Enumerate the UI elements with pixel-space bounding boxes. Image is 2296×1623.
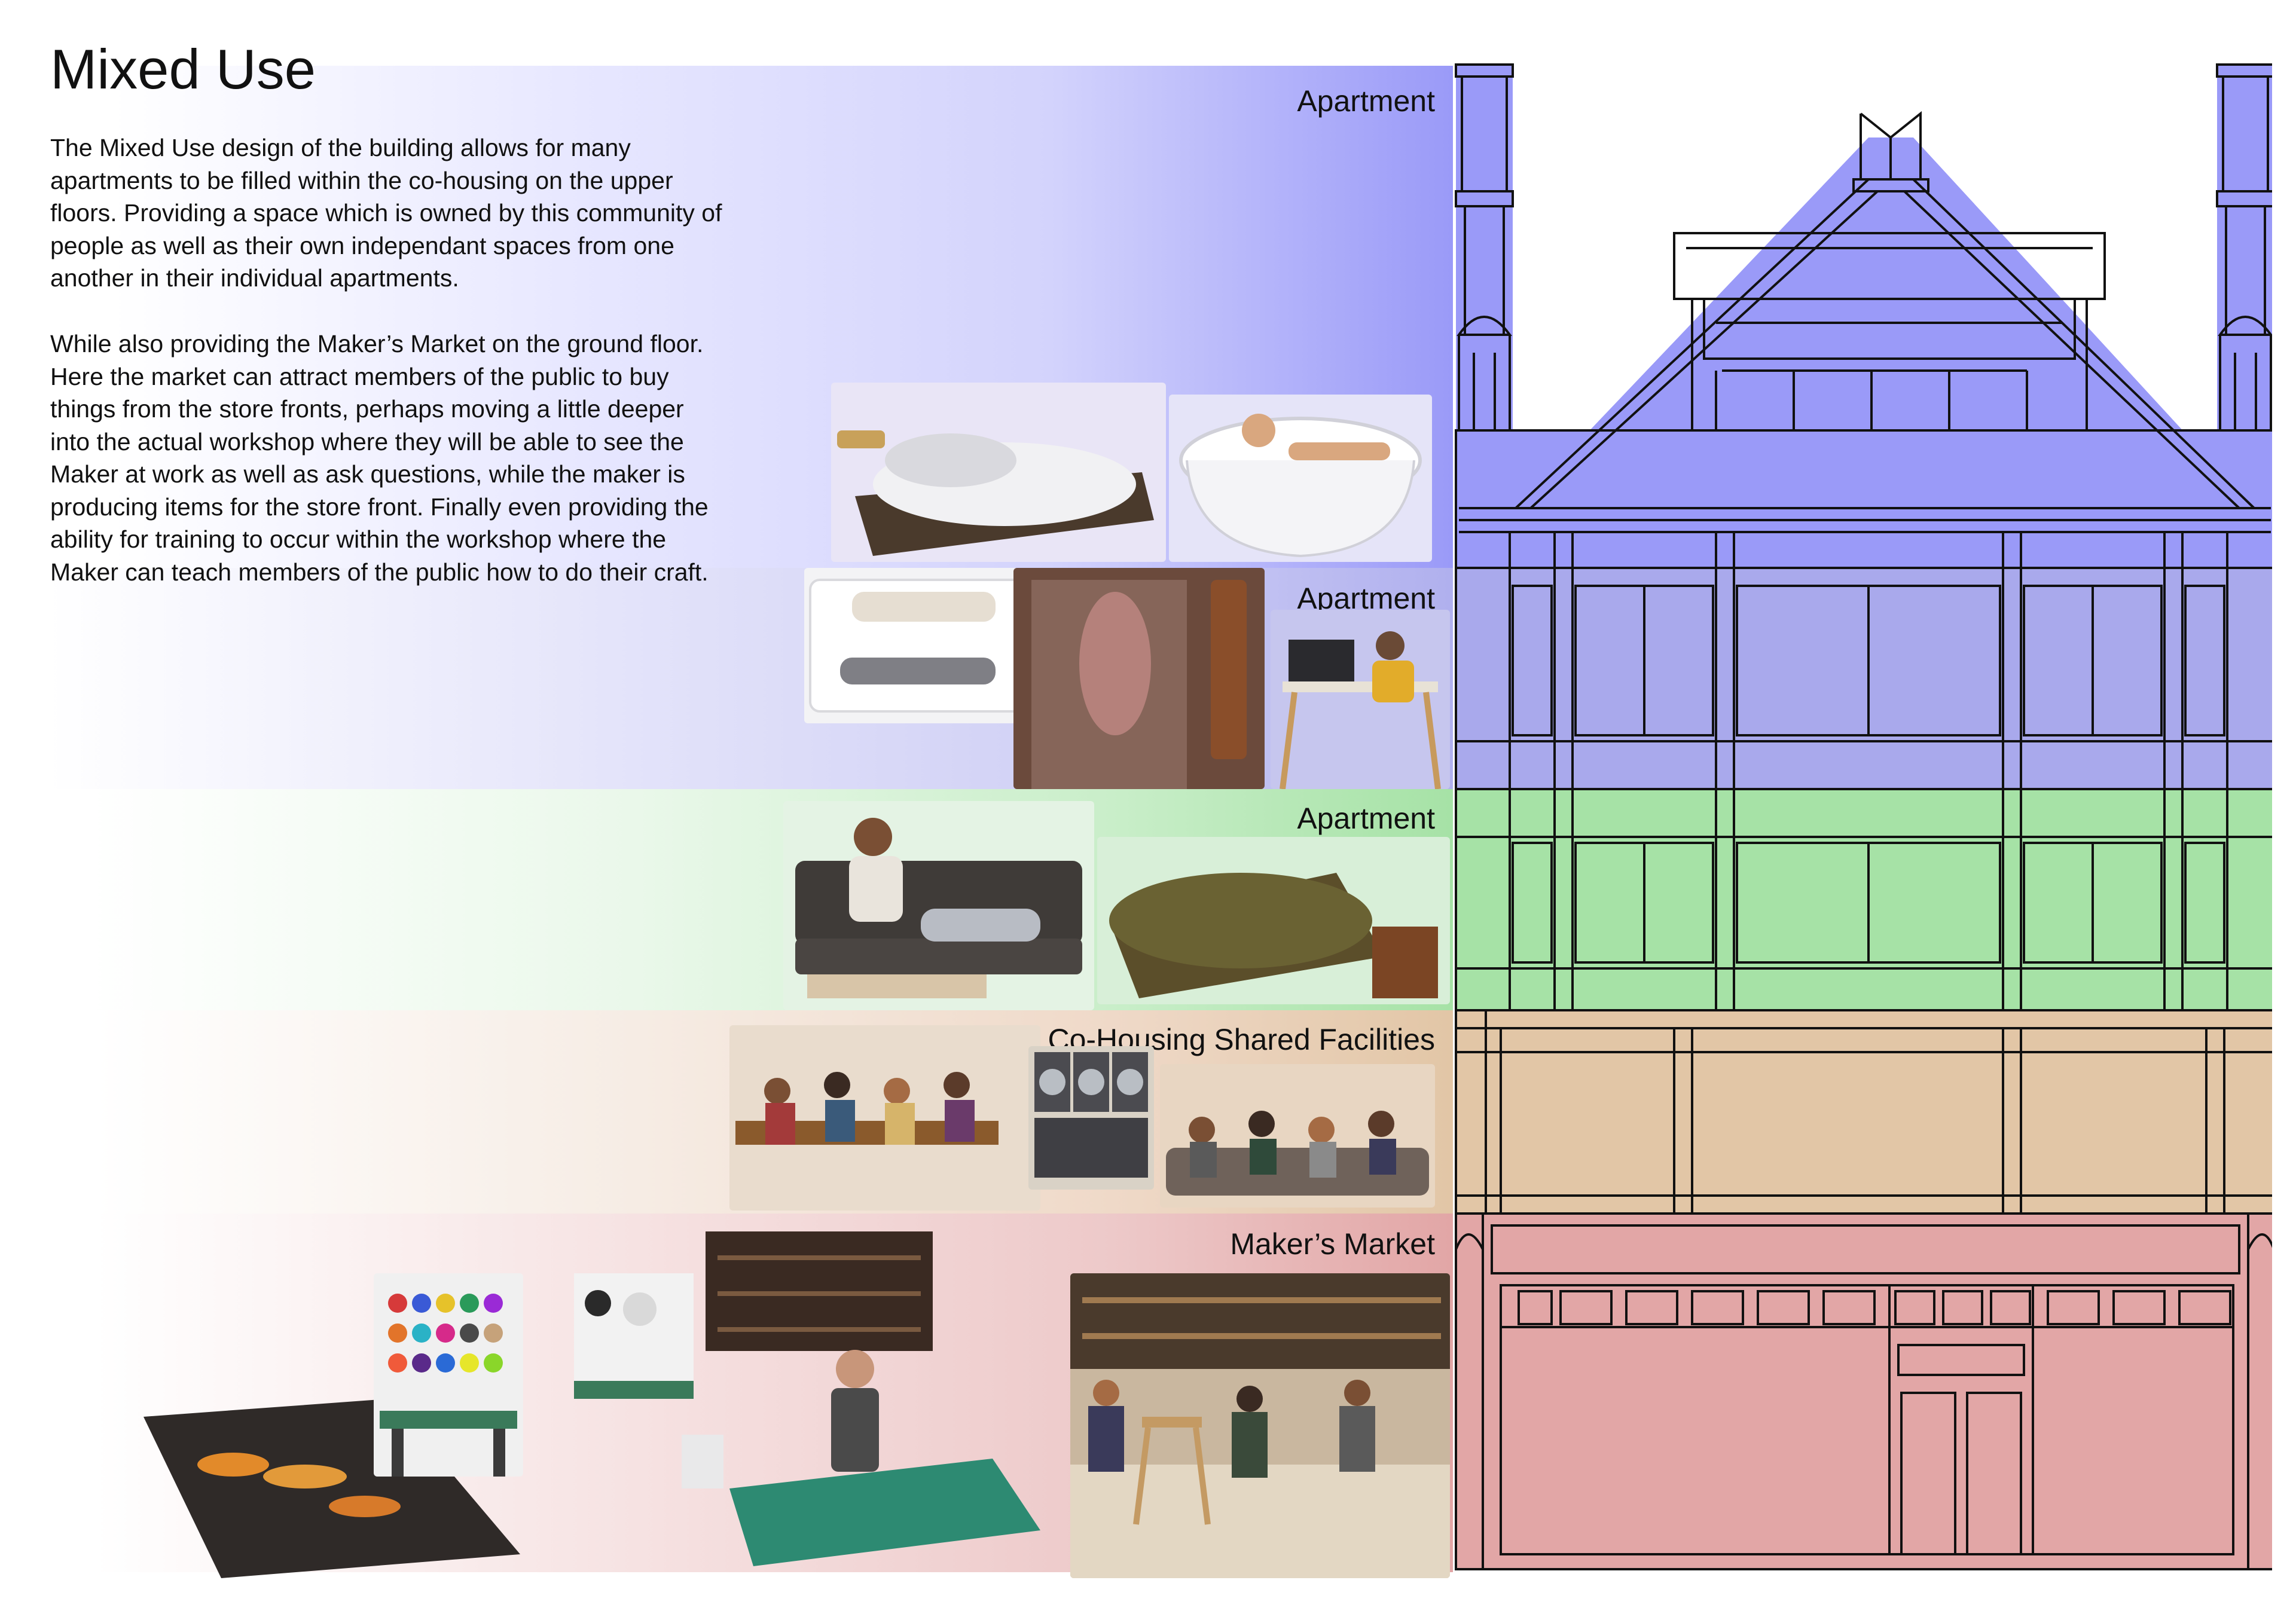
elevation-window-panels [1512, 585, 2225, 964]
intro-paragraph: The Mixed Use design of the building all… [50, 134, 722, 292]
page-title: Mixed Use [50, 38, 316, 100]
lounge-group-photo [1160, 1064, 1435, 1208]
bed-photo [831, 383, 1166, 562]
elevation-floor-lines [1456, 567, 2272, 1011]
label-makers-market: Maker’s Market [1230, 1227, 1435, 1261]
elevation-roof-fill [1456, 65, 2272, 508]
building-elevation [1455, 63, 2272, 1570]
shower-photo [1013, 568, 1265, 789]
olive-bed-photo [1097, 837, 1450, 1004]
elevation-gable [1852, 111, 1929, 192]
elevation-market-detail [1455, 1212, 2272, 1570]
pottery-workshop-photo [574, 1231, 1064, 1578]
elevation-dormer-windows [1715, 369, 2028, 430]
carpentry-workshop-photo [1070, 1273, 1450, 1578]
label-apartment-mid: Apartment [1297, 582, 1435, 615]
elevation-piers [1509, 532, 2228, 1010]
elevation-right-chimney [2216, 63, 2272, 430]
thread-rack-photo [374, 1273, 523, 1477]
shared-dining-photo [729, 1025, 1040, 1211]
elevation-facilities-floor-fill [1456, 1010, 2272, 1214]
sofa-couple-photo [783, 801, 1094, 1010]
label-apartment-top: Apartment [1297, 84, 1435, 118]
label-apartment-green: Apartment [1297, 802, 1435, 835]
bathtub-photo [1169, 395, 1432, 562]
elevation-facade-frame [1455, 429, 2272, 1570]
sleeping-couple-photo [804, 568, 1055, 723]
elevation-green-floor-fill [1456, 789, 2272, 1010]
market-paragraph: While also providing the Maker’s Market … [50, 330, 709, 586]
elevation-left-chimney [1455, 63, 1514, 430]
elevation-market-floor-fill [1456, 1214, 2272, 1569]
elevation-dormer [1673, 232, 2106, 430]
elevation-mid-floor-fill [1456, 568, 2272, 789]
laundry-photo [1028, 1046, 1154, 1190]
desk-photo [1271, 610, 1450, 789]
elevation-facilities-detail [1456, 1010, 2272, 1214]
